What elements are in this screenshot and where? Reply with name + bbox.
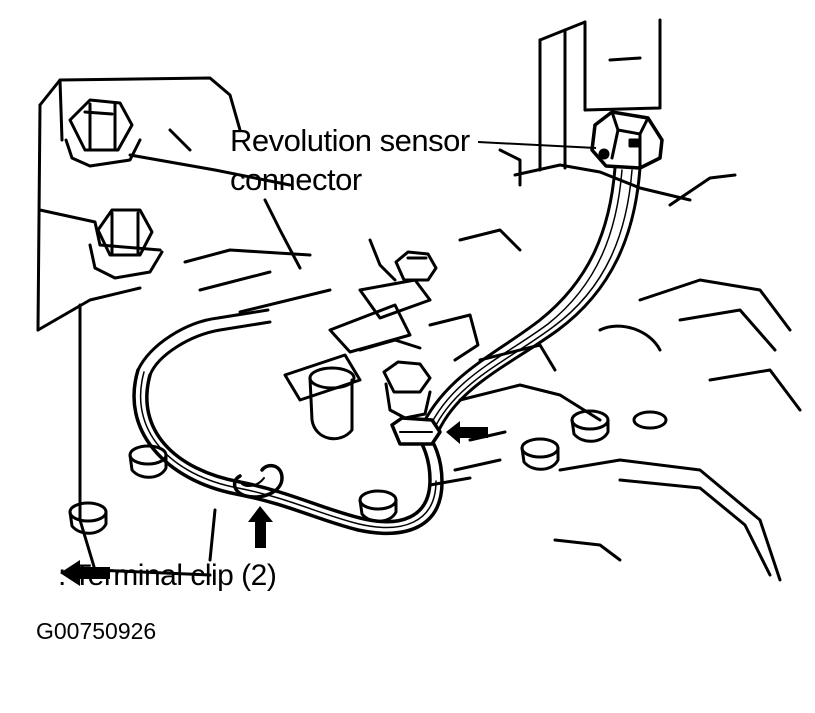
left-arrow-icon — [446, 421, 488, 444]
stud-bolt — [308, 366, 356, 441]
harness-lower-loop — [132, 308, 444, 535]
housing-outline — [36, 76, 332, 577]
hex-bolt-2 — [88, 208, 164, 280]
legend: : Terminal clip (2) — [58, 558, 277, 594]
valve-body-middle — [283, 228, 557, 402]
callout-label-line-2: connector — [230, 162, 362, 197]
terminal-clip-2 — [390, 416, 442, 446]
lower-bolts-left — [68, 444, 398, 535]
right-bracket — [498, 18, 737, 207]
terminal-clip-1 — [232, 463, 284, 499]
center-bolt-1 — [394, 250, 438, 282]
up-arrow-icon — [248, 506, 273, 548]
callout-leader-line — [477, 141, 597, 149]
legend-left-arrow-icon — [60, 560, 110, 586]
callout-label-line-1: Revolution sensor — [230, 123, 470, 158]
hex-bolt-1 — [64, 98, 142, 168]
lower-right-case — [208, 278, 802, 582]
harness-upper — [418, 166, 642, 434]
lower-bolts-right — [520, 409, 668, 471]
sensor-connector — [590, 110, 664, 170]
figure-id: G00750926 — [36, 618, 157, 644]
center-bolt-2 — [382, 360, 432, 420]
